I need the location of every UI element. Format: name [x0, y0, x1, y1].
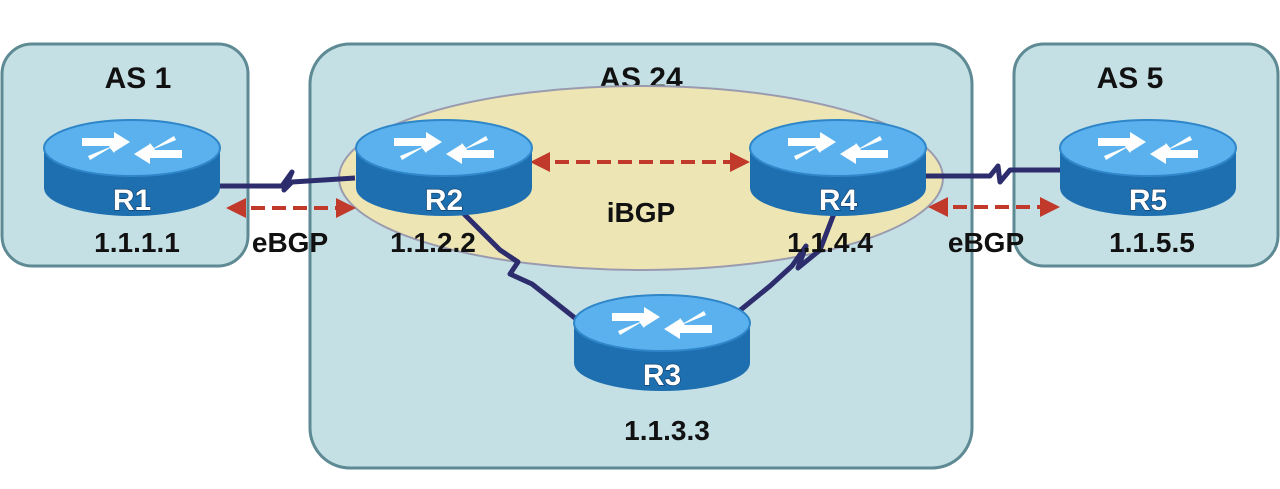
router-r2: R2 [355, 119, 533, 218]
router-label: R4 [819, 184, 858, 217]
router-ip-r3: 1.1.3.3 [624, 415, 710, 446]
link-r2-r3 [458, 208, 582, 324]
router-r4: R4 [749, 119, 927, 218]
router-r5: R5 [1059, 119, 1237, 218]
router-label: R3 [643, 359, 681, 392]
router-label: R5 [1129, 184, 1167, 217]
router-ip-r5: 1.1.5.5 [1109, 227, 1195, 258]
ibgp-label: iBGP [607, 197, 675, 228]
router-ip-r1: 1.1.1.1 [94, 227, 180, 258]
router-ip-r4: 1.1.4.4 [787, 227, 873, 258]
router-label: R2 [425, 184, 463, 217]
link-r4-r5 [922, 163, 1064, 185]
sessions [226, 152, 1060, 218]
router-r3: R3 [573, 294, 751, 393]
link-r3-r4 [736, 197, 843, 314]
as-label: AS 1 [105, 62, 172, 95]
as-label: AS 5 [1097, 62, 1164, 95]
links [220, 163, 1064, 324]
router-r1: R1 [43, 119, 221, 218]
link-r1-r2 [220, 169, 356, 193]
ebgp-label-right: eBGP [948, 227, 1024, 258]
router-label: R1 [113, 184, 151, 217]
ebgp-label-left: eBGP [252, 227, 328, 258]
router-ip-r2: 1.1.2.2 [390, 227, 476, 258]
